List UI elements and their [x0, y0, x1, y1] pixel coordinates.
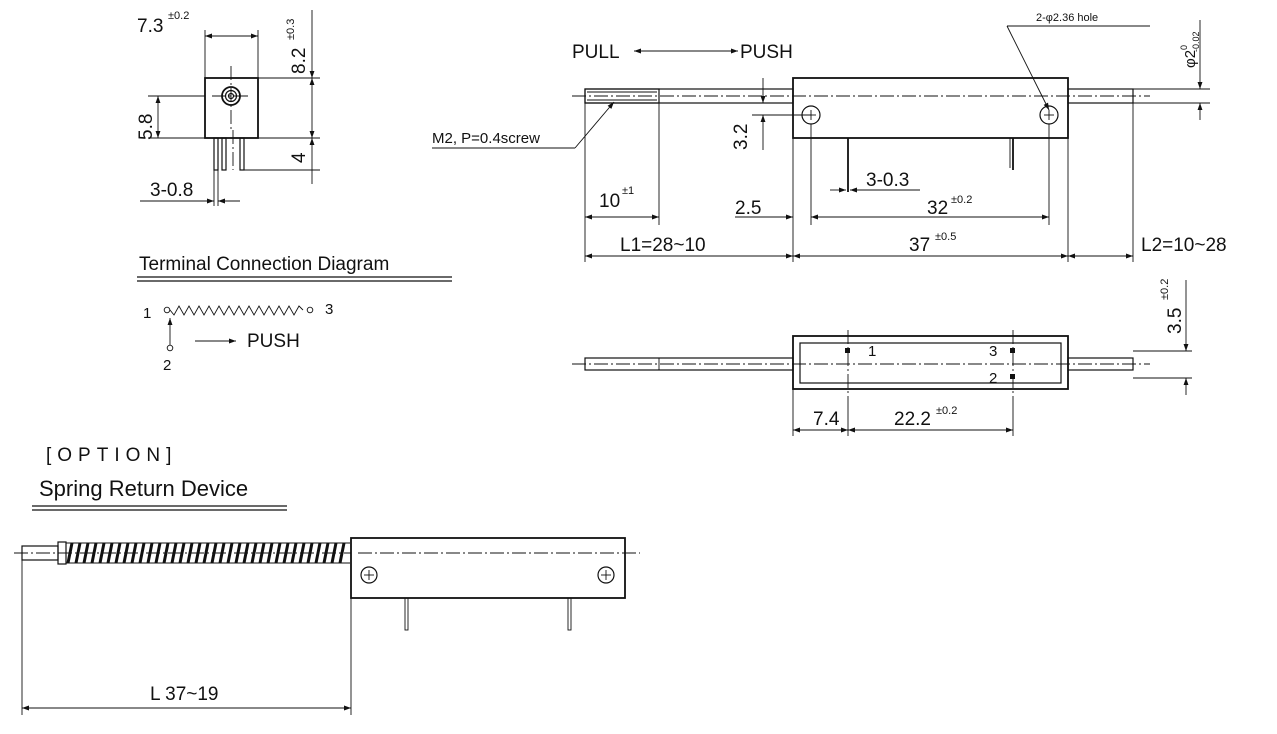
l1-label: L1=28~10: [620, 235, 706, 256]
pin-length-label: 4: [289, 152, 310, 163]
front-pins: [213, 130, 245, 171]
bottom-pin1-label: 1: [868, 343, 876, 360]
bottom-pin3-label: 3: [989, 343, 997, 360]
center-height-label: 5.8: [136, 114, 157, 140]
bottom-pin-2: [1010, 374, 1015, 379]
spring-body: [350, 537, 626, 599]
terminal-3-dot: [306, 306, 314, 314]
bottom-height-tol: ±0.2: [1159, 279, 1171, 300]
option-section: [OPTION] Spring Return Device L 37~19: [14, 445, 640, 715]
shaft-dia-label: φ2: [1182, 50, 1199, 68]
spring-hole-left: [360, 566, 378, 584]
front-view: 7.3 ±0.2 8.2 ±0.3 4 5.8 3-0.8: [136, 10, 320, 206]
spring-collar: [57, 541, 67, 565]
terminal-width-label: 3-0.3: [866, 170, 909, 191]
pin-spacing-label: 22.2: [894, 409, 931, 430]
terminal-diagram-title: Terminal Connection Diagram: [139, 254, 389, 275]
resistor-zigzag: [169, 305, 304, 316]
terminal-diagram: Terminal Connection Diagram 1 2 3 PUSH: [137, 254, 452, 374]
bottom-view: 1 3 2 3.5 ±0.2 7.4 22.2 ±0.2: [572, 279, 1192, 436]
thread-length-label: 10: [599, 191, 620, 212]
hole-offset-label: 3.2: [731, 124, 752, 150]
top-view: PULL PUSH 2-φ2.36 hole φ2 0 -0.02: [432, 12, 1227, 262]
terminal-pin1-label: 1: [143, 305, 151, 322]
terminal-1-dot: [163, 306, 171, 314]
body-length-label: 37: [909, 235, 930, 256]
spring-terminal-2: [567, 597, 572, 631]
screw-label: M2, P=0.4screw: [432, 130, 540, 147]
top-body: [792, 77, 1069, 139]
bottom-body: [792, 335, 1069, 390]
front-width-tol: ±0.2: [168, 10, 189, 22]
push-label: PUSH: [740, 42, 793, 63]
bottom-height-label: 3.5: [1165, 308, 1186, 334]
front-height-label: 8.2: [289, 48, 310, 74]
spring-terminal-1: [404, 597, 409, 631]
option-tag: [OPTION]: [46, 445, 177, 466]
shaft-dia-tol-lower: -0.02: [1191, 31, 1201, 52]
bottom-pin-1: [845, 348, 850, 353]
pull-label: PULL: [572, 42, 620, 63]
l2-label: L2=10~28: [1141, 235, 1227, 256]
front-body: [204, 77, 259, 139]
pin-width-label: 3-0.8: [150, 180, 193, 201]
option-title: Spring Return Device: [39, 476, 248, 501]
bottom-pin-3: [1010, 348, 1015, 353]
thread-length-tol: ±1: [622, 185, 634, 197]
shaft-dia-tol-upper: 0: [1179, 45, 1189, 50]
bottom-pin2-label: 2: [989, 370, 997, 387]
hole-label: 2-φ2.36 hole: [1036, 12, 1098, 24]
offset-label: 2.5: [735, 198, 761, 219]
terminal-pin2-label: 2: [163, 357, 171, 374]
terminal-pin3-label: 3: [325, 301, 333, 318]
front-height-tol: ±0.3: [285, 19, 297, 40]
return-spring: [66, 542, 350, 564]
first-pin-label: 7.4: [813, 409, 840, 430]
body-length-tol: ±0.5: [935, 231, 956, 243]
pitch-label: 32: [927, 198, 948, 219]
terminal-2-dot: [166, 344, 174, 352]
front-width-label: 7.3: [137, 16, 163, 37]
pitch-tol: ±0.2: [951, 194, 972, 206]
pin-spacing-tol: ±0.2: [936, 405, 957, 417]
spring-hole-right: [597, 566, 615, 584]
terminal-push-label: PUSH: [247, 331, 300, 352]
spring-length-label: L 37~19: [150, 684, 219, 705]
